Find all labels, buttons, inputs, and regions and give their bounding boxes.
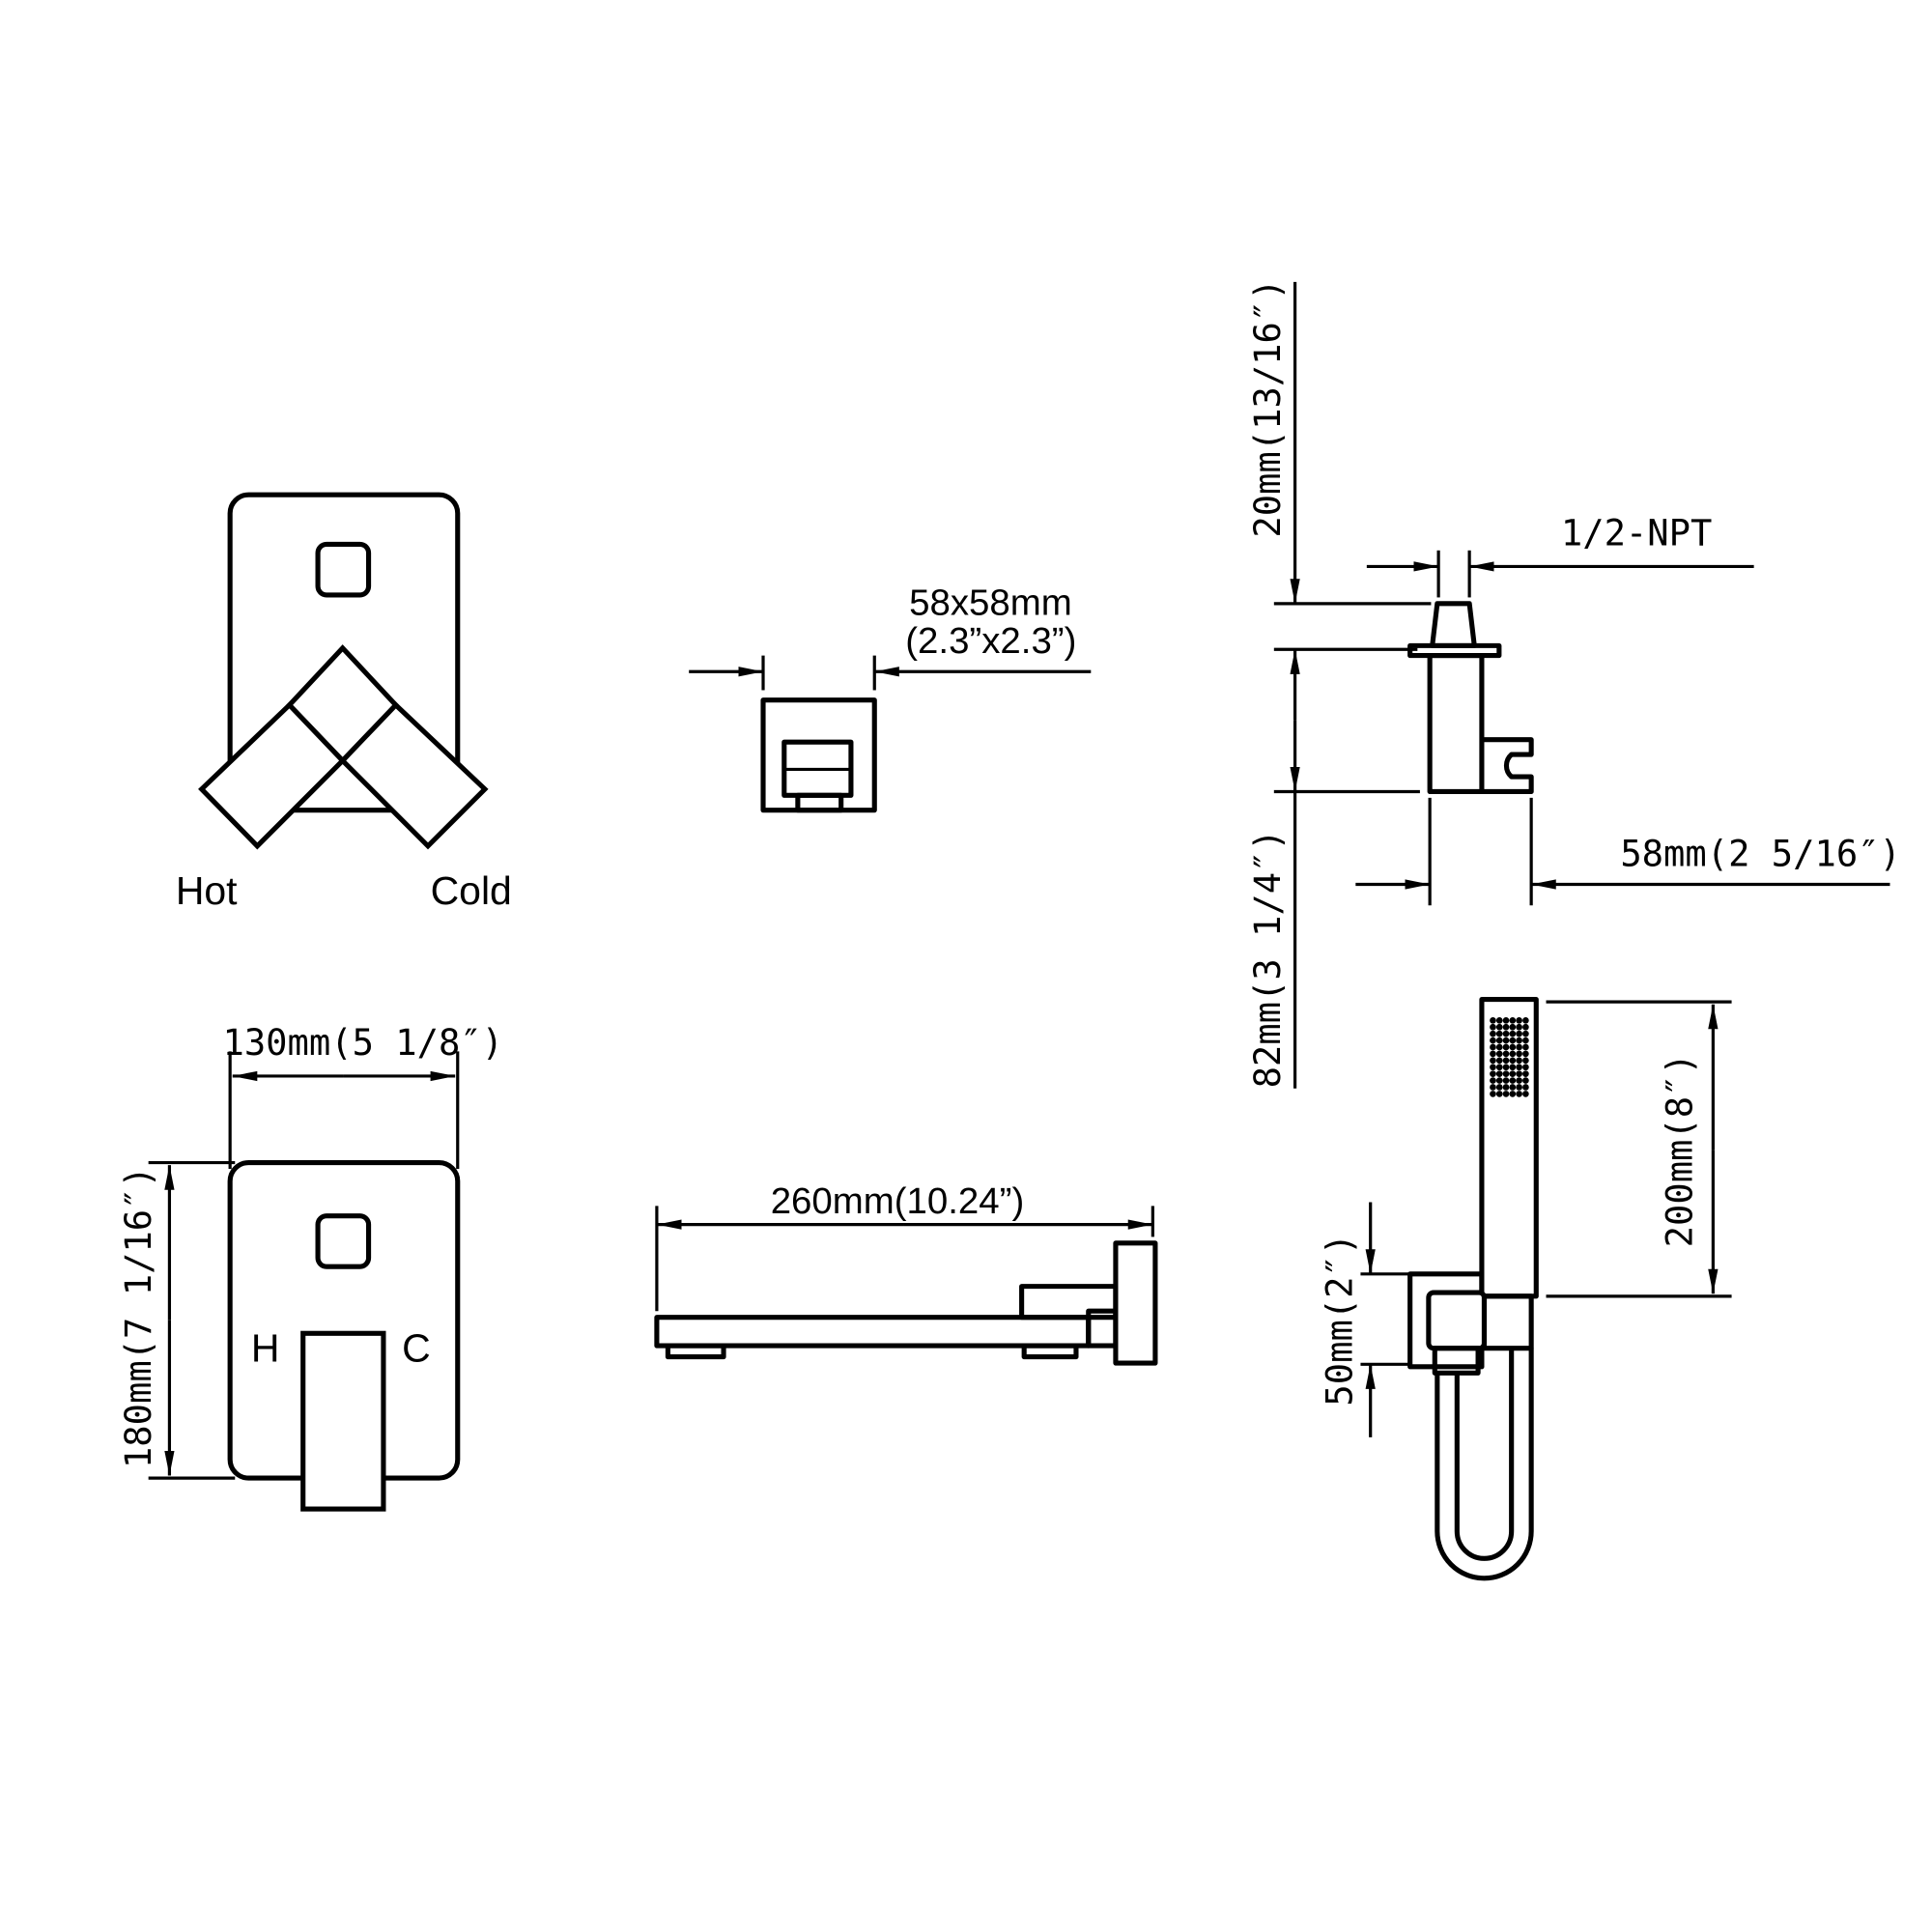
spray-nozzle xyxy=(1509,1023,1517,1031)
spray-nozzle xyxy=(1490,1050,1496,1058)
spray-nozzle xyxy=(1516,1091,1522,1097)
spray-nozzle xyxy=(1490,1077,1496,1084)
spray-nozzle xyxy=(1516,1057,1522,1065)
spray-nozzle xyxy=(1522,1070,1529,1077)
spray-nozzle xyxy=(1516,1070,1522,1077)
spray-nozzle-grid xyxy=(1490,1017,1529,1097)
spray-nozzle xyxy=(1490,1017,1496,1024)
spray-nozzle xyxy=(1502,1023,1510,1031)
spray-nozzle xyxy=(1495,1050,1503,1058)
spray-nozzle xyxy=(1516,1077,1522,1084)
spout-size-in: (2.3”x2.3”) xyxy=(905,620,1076,662)
spray-nozzle xyxy=(1490,1023,1496,1031)
spray-nozzle xyxy=(1516,1030,1522,1037)
spray-nozzle xyxy=(1509,1037,1517,1044)
spray-nozzle xyxy=(1522,1037,1529,1044)
c-label: C xyxy=(402,1326,431,1371)
spray-nozzle xyxy=(1502,1043,1510,1051)
spray-nozzle xyxy=(1495,1070,1503,1077)
spray-nozzle xyxy=(1502,1084,1510,1091)
spray-nozzle xyxy=(1490,1070,1496,1077)
spray-nozzle xyxy=(1509,1077,1517,1084)
spout-size-mm: 58x58mm xyxy=(909,582,1072,623)
spray-nozzle xyxy=(1502,1077,1510,1084)
spray-nozzle xyxy=(1522,1023,1529,1031)
spray-nozzle xyxy=(1509,1070,1517,1077)
spray-nozzle xyxy=(1495,1030,1503,1037)
connector-width: 58mm(2 5/16″) xyxy=(1620,833,1901,874)
spray-nozzle xyxy=(1509,1017,1517,1024)
h-label: H xyxy=(251,1326,280,1371)
spray-nozzle xyxy=(1522,1057,1529,1065)
spray-nozzle xyxy=(1495,1037,1503,1044)
valve-front-view: H C 130mm(5 1/8″) 180mm(7 1/16″) xyxy=(118,1022,503,1512)
spray-nozzle xyxy=(1495,1057,1503,1065)
spray-nozzle xyxy=(1522,1017,1529,1024)
spray-nozzle xyxy=(1490,1064,1496,1071)
spray-nozzle xyxy=(1490,1091,1496,1097)
spray-nozzle xyxy=(1522,1064,1529,1071)
spray-nozzle xyxy=(1502,1064,1510,1071)
top-height: 20mm(13/16″) xyxy=(1247,278,1289,537)
spray-nozzle xyxy=(1502,1050,1510,1058)
spray-nozzle xyxy=(1490,1084,1496,1091)
spray-nozzle xyxy=(1509,1030,1517,1037)
spray-nozzle xyxy=(1516,1037,1522,1044)
spout-length: 260mm(10.24”) xyxy=(771,1180,1025,1222)
spray-nozzle xyxy=(1509,1043,1517,1051)
spray-nozzle xyxy=(1509,1064,1517,1071)
spray-nozzle xyxy=(1516,1084,1522,1091)
spout-side-view: 260mm(10.24”) xyxy=(654,1180,1158,1366)
spray-nozzle xyxy=(1495,1043,1503,1051)
spray-nozzle xyxy=(1522,1030,1529,1037)
bracket-height: 50mm(2″) xyxy=(1319,1234,1360,1406)
spray-nozzle xyxy=(1516,1017,1522,1024)
spray-nozzle xyxy=(1495,1084,1503,1091)
shower-length: 200mm(8″) xyxy=(1660,1053,1701,1247)
spray-nozzle xyxy=(1516,1043,1522,1051)
spray-nozzle xyxy=(1502,1030,1510,1037)
spray-nozzle xyxy=(1502,1037,1510,1044)
hand-shower-view: 200mm(8″) 50mm(2″) xyxy=(1319,997,1732,1581)
spray-nozzle xyxy=(1495,1023,1503,1031)
spout-front-view: 58x58mm (2.3”x2.3”) xyxy=(689,582,1092,813)
spray-nozzle xyxy=(1516,1023,1522,1031)
body-height: 82mm(3 1/4″) xyxy=(1247,829,1289,1088)
spray-nozzle xyxy=(1509,1057,1517,1065)
spray-nozzle xyxy=(1495,1091,1503,1097)
valve-top-view: Hot Cold xyxy=(176,492,512,913)
spray-nozzle xyxy=(1495,1064,1503,1071)
spray-nozzle xyxy=(1495,1017,1503,1024)
valve-height: 180mm(7 1/16″) xyxy=(118,1166,159,1468)
spray-nozzle xyxy=(1490,1043,1496,1051)
spray-nozzle xyxy=(1502,1070,1510,1077)
valve-width: 130mm(5 1/8″) xyxy=(222,1022,503,1064)
spray-nozzle xyxy=(1516,1064,1522,1071)
spray-nozzle xyxy=(1522,1077,1529,1084)
spray-nozzle xyxy=(1522,1050,1529,1058)
spray-nozzle xyxy=(1522,1091,1529,1097)
spray-nozzle xyxy=(1522,1043,1529,1051)
spray-nozzle xyxy=(1516,1050,1522,1058)
spray-nozzle xyxy=(1502,1091,1510,1097)
cold-label: Cold xyxy=(431,868,512,913)
spray-nozzle xyxy=(1495,1077,1503,1084)
spray-nozzle xyxy=(1490,1057,1496,1065)
spray-nozzle xyxy=(1509,1091,1517,1097)
spray-nozzle xyxy=(1490,1030,1496,1037)
spray-nozzle xyxy=(1509,1084,1517,1091)
thread-label: 1/2-NPT xyxy=(1561,513,1712,554)
wall-connector-view: 1/2-NPT 58mm(2 5/16″) 20mm(13/16″) 82mm(… xyxy=(1247,278,1901,1089)
spray-nozzle xyxy=(1502,1057,1510,1065)
spray-nozzle xyxy=(1502,1017,1510,1024)
spray-nozzle xyxy=(1509,1050,1517,1058)
hot-label: Hot xyxy=(176,868,238,913)
spray-nozzle xyxy=(1490,1037,1496,1044)
spray-nozzle xyxy=(1522,1084,1529,1091)
